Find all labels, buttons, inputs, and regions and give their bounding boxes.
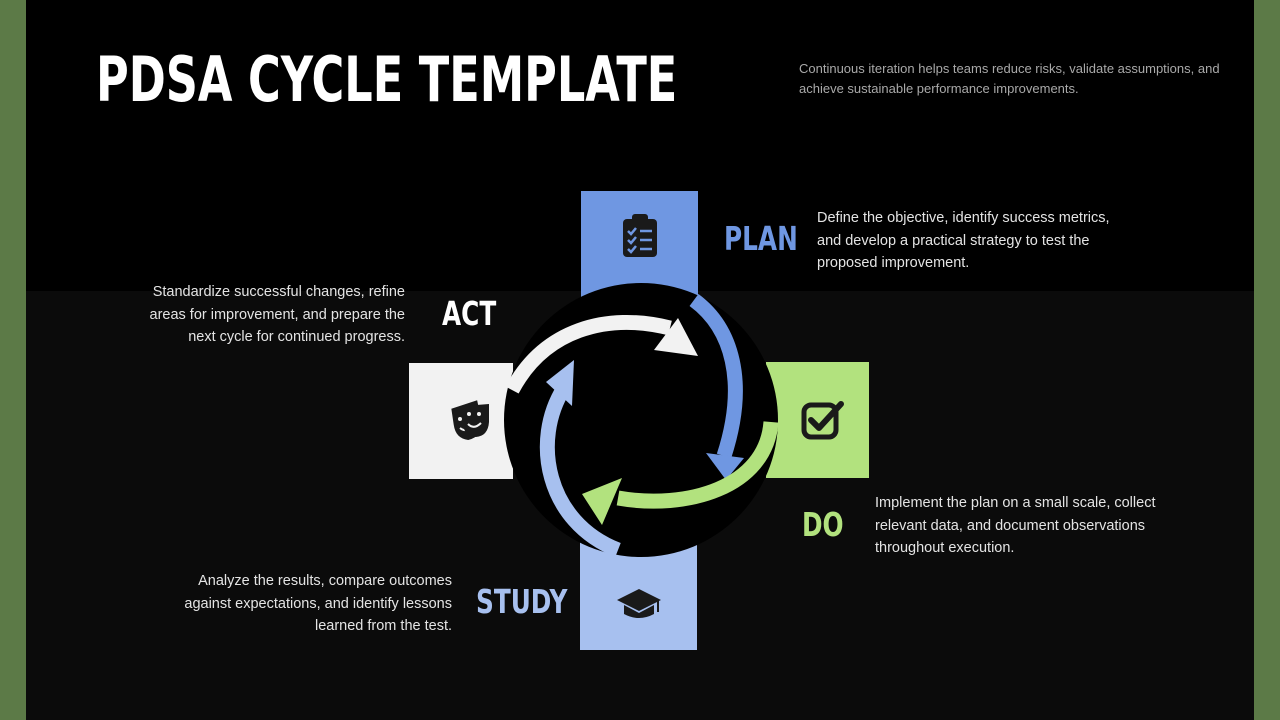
- plan-arrowhead: [706, 453, 744, 480]
- do-box: [766, 362, 869, 478]
- checkbox-icon: [801, 401, 844, 440]
- do-description: Implement the plan on a small scale, col…: [875, 495, 1156, 556]
- act-arrowhead: [654, 318, 698, 356]
- study-arc: [539, 383, 621, 557]
- study-arrowhead: [546, 360, 574, 406]
- act-description: Standardize successful changes, refine a…: [149, 284, 406, 345]
- page-subtitle: Continuous iteration helps teams reduce …: [799, 61, 1220, 96]
- pdsa-cycle-diagram: [409, 191, 869, 650]
- do-arc: [616, 421, 779, 509]
- plan-label: PLAN: [724, 219, 798, 258]
- study-description: Analyze the results, compare outcomes ag…: [184, 573, 452, 634]
- do-label: DO: [802, 505, 844, 544]
- graduation-cap-icon: [617, 589, 661, 618]
- do-arrowhead: [582, 478, 622, 525]
- study-label: STUDY: [476, 582, 568, 621]
- act-label: ACT: [442, 294, 497, 333]
- act-arc: [505, 315, 672, 394]
- plan-description: Define the objective, identify success m…: [817, 210, 1110, 271]
- theater-masks-icon: [451, 400, 489, 440]
- clipboard-checklist-icon: [623, 214, 657, 257]
- plan-arc: [689, 293, 743, 459]
- slide: PDSA CYCLE TEMPLATE Continuous iteration…: [26, 0, 1254, 720]
- page-title: PDSA CYCLE TEMPLATE: [96, 43, 678, 116]
